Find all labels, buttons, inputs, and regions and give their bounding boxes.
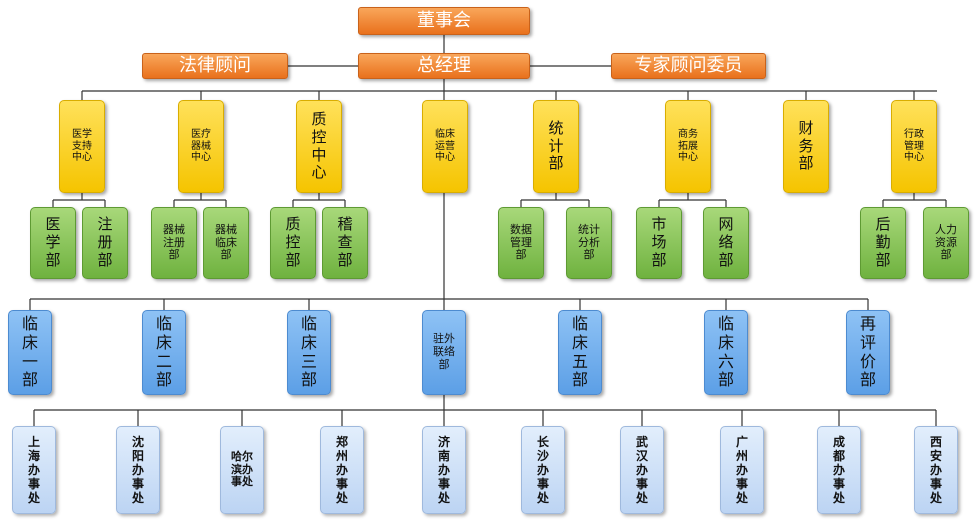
office-label: 哈尔 滨办 事处 <box>231 449 253 489</box>
sub-dept-box: 网 络 部 <box>703 207 749 279</box>
center-box: 临床 运营 中心 <box>422 100 468 193</box>
center-label: 商务 拓展 中心 <box>678 128 698 164</box>
office-label: 广 州 办 事 处 <box>735 434 748 506</box>
sub-dept-box: 注 册 部 <box>82 207 128 279</box>
office-box: 长 沙 办 事 处 <box>521 426 565 514</box>
expert-committee-box: 专家顾问委员 <box>611 53 766 79</box>
clinical-dept-box: 临 床 二 部 <box>142 310 186 395</box>
general-manager-label: 总经理 <box>417 55 471 77</box>
sub-dept-label: 质 控 部 <box>285 215 301 269</box>
clinical-dept-box: 临 床 三 部 <box>287 310 331 395</box>
office-box: 武 汉 办 事 处 <box>620 426 664 514</box>
office-label: 济 南 办 事 处 <box>437 434 450 506</box>
center-label: 医学 支持 中心 <box>72 128 92 164</box>
sub-dept-box: 医 学 部 <box>30 207 76 279</box>
center-label: 行政 管理 中心 <box>904 128 924 164</box>
clinical-dept-box: 临 床 一 部 <box>8 310 52 395</box>
sub-dept-label: 稽 查 部 <box>337 215 353 269</box>
office-box: 哈尔 滨办 事处 <box>220 426 264 514</box>
sub-dept-box: 统计 分析 部 <box>566 207 612 279</box>
sub-dept-box: 数据 管理 部 <box>498 207 544 279</box>
office-label: 成 都 办 事 处 <box>832 434 845 506</box>
sub-dept-label: 医 学 部 <box>45 215 61 269</box>
clinical-dept-box: 临 床 六 部 <box>704 310 748 395</box>
clinical-dept-label: 临 床 六 部 <box>717 313 734 390</box>
sub-dept-box: 器械 注册 部 <box>151 207 197 279</box>
center-label: 医疗 器械 中心 <box>191 128 211 164</box>
sub-dept-label: 人力 资源 部 <box>935 222 957 262</box>
board-box: 董事会 <box>358 7 530 35</box>
general-manager-box: 总经理 <box>358 53 530 79</box>
center-box: 商务 拓展 中心 <box>665 100 711 193</box>
center-box: 行政 管理 中心 <box>891 100 937 193</box>
office-label: 武 汉 办 事 处 <box>635 434 648 506</box>
center-label: 质 控 中 心 <box>311 110 327 182</box>
clinical-dept-label: 驻外 联络 部 <box>433 332 455 371</box>
office-box: 济 南 办 事 处 <box>422 426 466 514</box>
office-box: 西 安 办 事 处 <box>914 426 958 514</box>
center-box: 医学 支持 中心 <box>59 100 105 193</box>
sub-dept-label: 注 册 部 <box>97 215 113 269</box>
office-label: 西 安 办 事 处 <box>929 434 942 506</box>
office-box: 沈 阳 办 事 处 <box>116 426 160 514</box>
sub-dept-box: 稽 查 部 <box>322 207 368 279</box>
sub-dept-label: 市 场 部 <box>651 215 667 269</box>
sub-dept-label: 器械 注册 部 <box>163 222 185 262</box>
office-label: 沈 阳 办 事 处 <box>131 434 144 506</box>
office-box: 成 都 办 事 处 <box>817 426 861 514</box>
center-label: 临床 运营 中心 <box>435 128 455 164</box>
office-box: 郑 州 办 事 处 <box>320 426 364 514</box>
sub-dept-box: 人力 资源 部 <box>923 207 969 279</box>
clinical-dept-box: 驻外 联络 部 <box>422 310 466 395</box>
center-label: 财 务 部 <box>798 118 814 173</box>
sub-dept-label: 网 络 部 <box>718 215 734 269</box>
office-label: 长 沙 办 事 处 <box>536 434 549 506</box>
sub-dept-box: 质 控 部 <box>270 207 316 279</box>
sub-dept-box: 器械 临床 部 <box>203 207 249 279</box>
office-box: 广 州 办 事 处 <box>720 426 764 514</box>
board-label: 董事会 <box>417 10 471 32</box>
clinical-dept-label: 临 床 五 部 <box>571 313 588 390</box>
sub-dept-label: 统计 分析 部 <box>578 222 600 262</box>
sub-dept-box: 市 场 部 <box>636 207 682 279</box>
legal-advisor-box: 法律顾问 <box>142 53 288 79</box>
sub-dept-box: 后 勤 部 <box>860 207 906 279</box>
center-box: 医疗 器械 中心 <box>178 100 224 193</box>
sub-dept-label: 数据 管理 部 <box>510 222 532 262</box>
clinical-dept-label: 临 床 三 部 <box>300 313 317 390</box>
center-label: 统 计 部 <box>548 118 564 173</box>
expert-committee-label: 专家顾问委员 <box>634 55 743 77</box>
sub-dept-label: 器械 临床 部 <box>215 222 237 262</box>
clinical-dept-label: 临 床 二 部 <box>155 313 172 390</box>
clinical-dept-label: 临 床 一 部 <box>21 313 38 390</box>
center-box: 财 务 部 <box>783 100 829 193</box>
center-box: 统 计 部 <box>533 100 579 193</box>
clinical-dept-box: 临 床 五 部 <box>558 310 602 395</box>
clinical-dept-label: 再 评 价 部 <box>859 313 876 390</box>
legal-advisor-label: 法律顾问 <box>179 55 251 77</box>
office-box: 上 海 办 事 处 <box>12 426 56 514</box>
clinical-dept-box: 再 评 价 部 <box>846 310 890 395</box>
office-label: 上 海 办 事 处 <box>27 434 40 506</box>
center-box: 质 控 中 心 <box>296 100 342 193</box>
office-label: 郑 州 办 事 处 <box>335 434 348 506</box>
sub-dept-label: 后 勤 部 <box>875 215 891 269</box>
